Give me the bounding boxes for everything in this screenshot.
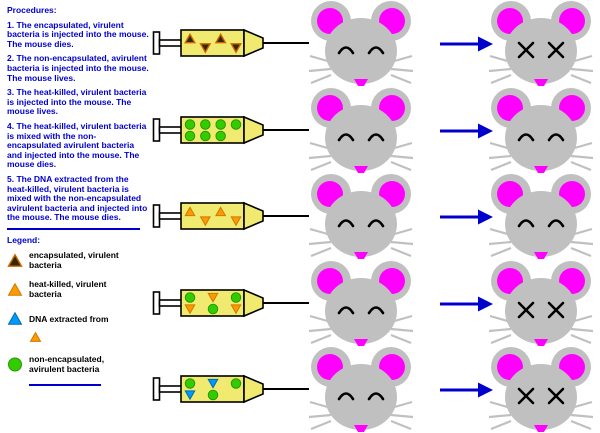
legend-label: encapsulated, virulent bacteria [29,249,119,270]
legend-label: non-encapsulated, avirulent bacteria [29,353,105,374]
result-arrow-icon [438,206,494,233]
mouse-before-alive-icon [308,346,414,433]
heat-killed-bacteria-small-icon [29,330,129,348]
legend: Legend: encapsulated, virulent bacteria h… [7,235,149,386]
legend-list: encapsulated, virulent bacteria heat-kill… [7,249,149,377]
result-arrow-icon [438,33,494,60]
legend-item: encapsulated, virulent bacteria [7,249,149,273]
dna-bacteria-icon [7,310,29,331]
mouse-after-dead-icon [488,260,594,352]
syringe-icon [150,196,310,241]
legend-underline [29,383,101,386]
syringe-icon [150,369,310,414]
legend-title: Legend: [7,234,41,245]
procedure-item-3: 3. The heat-killed, virulent bacteria is… [7,87,147,117]
syringe-icon [150,283,310,328]
legend-text: heat-killed, virulent bacteria [29,278,129,302]
mouse-before-alive-icon [308,87,414,179]
syringe-icon [150,23,310,68]
virulent-bacteria-icon [7,252,29,273]
mouse-after-dead-icon [488,0,594,92]
legend-text: DNA extracted from [29,309,129,348]
avirulent-bacteria-icon [7,356,29,377]
mouse-before-alive-icon [308,260,414,352]
result-arrow-icon [438,120,494,147]
result-arrow-icon [438,293,494,320]
experiment-row-1 [0,0,600,87]
procedure-item-5: 5. The DNA extracted from the heat-kille… [7,173,148,223]
legend-text: non-encapsulated, avirulent bacteria [29,353,129,377]
mouse-after-alive-icon [488,173,594,265]
syringe-icon [150,110,310,155]
procedure-item-2: 2. The non-encapsulated, avirulent bacte… [7,53,149,83]
result-arrow-icon [438,379,494,406]
experiment-row-2 [0,87,600,174]
procedure-item-1: 1. The encapsulated, virulent bacteria i… [7,19,149,49]
legend-label: DNA extracted from [29,313,109,324]
section-divider [7,227,140,230]
experiment-row-3 [0,173,600,260]
mouse-before-alive-icon [308,173,414,265]
experiment-row-5 [0,346,600,433]
legend-label: heat-killed, virulent bacteria [29,278,107,299]
procedures-title: Procedures: [7,5,57,15]
legend-item: DNA extracted from [7,309,149,348]
experiment-row-4 [0,260,600,347]
mouse-after-dead-icon [488,346,594,433]
legend-item: non-encapsulated, avirulent bacteria [7,353,149,377]
mouse-after-alive-icon [488,87,594,179]
procedure-item-4: 4. The heat-killed, virulent bacteria is… [7,120,147,170]
text-panel: Procedures: 1. The encapsulated, virulen… [7,5,149,386]
heat-killed-bacteria-icon [7,281,29,302]
mouse-before-alive-icon [308,0,414,92]
procedure-list: 1. The encapsulated, virulent bacteria i… [7,19,149,223]
legend-item: heat-killed, virulent bacteria [7,278,149,302]
legend-text: encapsulated, virulent bacteria [29,249,129,273]
